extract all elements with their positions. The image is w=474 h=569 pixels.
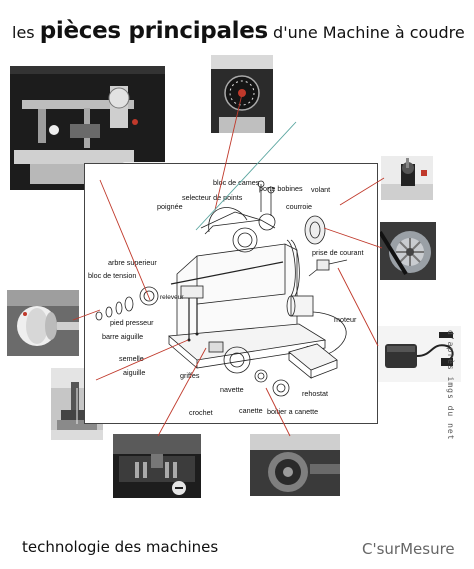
belt-pulley-photo-icon <box>380 222 436 280</box>
label-bloc-de-cames: bloc de cames <box>213 178 260 187</box>
label-crochet: crochet <box>189 408 213 417</box>
sewing-machine-photo-icon <box>10 66 165 190</box>
tension-unit-photo <box>7 290 79 356</box>
title-main: pièces principales <box>39 18 269 44</box>
shuttle-hook-photo-icon <box>250 434 340 496</box>
label-boitier-a-canette: boitier a canette <box>267 407 319 416</box>
label-releveur: releveur <box>160 294 184 301</box>
bobbin-winder-photo <box>381 156 433 200</box>
label-navette: navette <box>220 385 244 394</box>
feed-dog-photo-icon <box>113 434 201 498</box>
label-courroie: courroie <box>286 202 312 211</box>
label-selecteur-de-points: selecteur de points <box>182 193 243 202</box>
footer-left: technologie des machines <box>22 538 219 556</box>
pedal-photo-icon <box>373 326 461 382</box>
label-rehostat: rehostat <box>302 389 328 398</box>
page-title: les pièces principales d'une Machine à c… <box>12 18 472 44</box>
footer-right: C'surMesure <box>362 540 455 558</box>
label-aiguille: aiguille <box>123 368 146 377</box>
label-prise-de-courant: prise de courant <box>312 248 364 257</box>
label-porte-bobines: porte bobines <box>259 184 303 193</box>
feed-dogs-photo <box>113 434 201 498</box>
stitch-selector-photo <box>211 55 273 133</box>
label-arbre-superieur: arbre superieur <box>108 258 157 267</box>
label-canette: canette <box>239 406 263 415</box>
label-semelle: semelle <box>119 354 144 363</box>
hook-shuttle-photo <box>250 434 340 496</box>
label-moteur: moteur <box>334 315 357 324</box>
handwheel-belt-photo <box>380 222 436 280</box>
title-prefix: les <box>12 23 35 42</box>
image-credit: d'après imgs du net <box>446 330 455 441</box>
label-pied-presseur: pied presseur <box>110 318 154 327</box>
machine-exploded-drawing <box>95 180 348 397</box>
label-volant: volant <box>311 185 331 194</box>
label-bloc-de-tension: bloc de tension <box>88 271 137 280</box>
dial-photo-icon <box>211 55 273 133</box>
label-griffes: griffes <box>180 371 200 380</box>
foot-pedal-photo <box>373 326 461 382</box>
spool-pin-photo-icon <box>381 156 433 200</box>
label-barre-aiguille: barre aiguille <box>102 332 144 341</box>
label-poignee: poignée <box>157 202 183 211</box>
title-suffix: d'une Machine à coudre <box>273 23 465 42</box>
tension-disc-photo-icon <box>7 290 79 356</box>
machine-overview-photo <box>10 66 165 190</box>
